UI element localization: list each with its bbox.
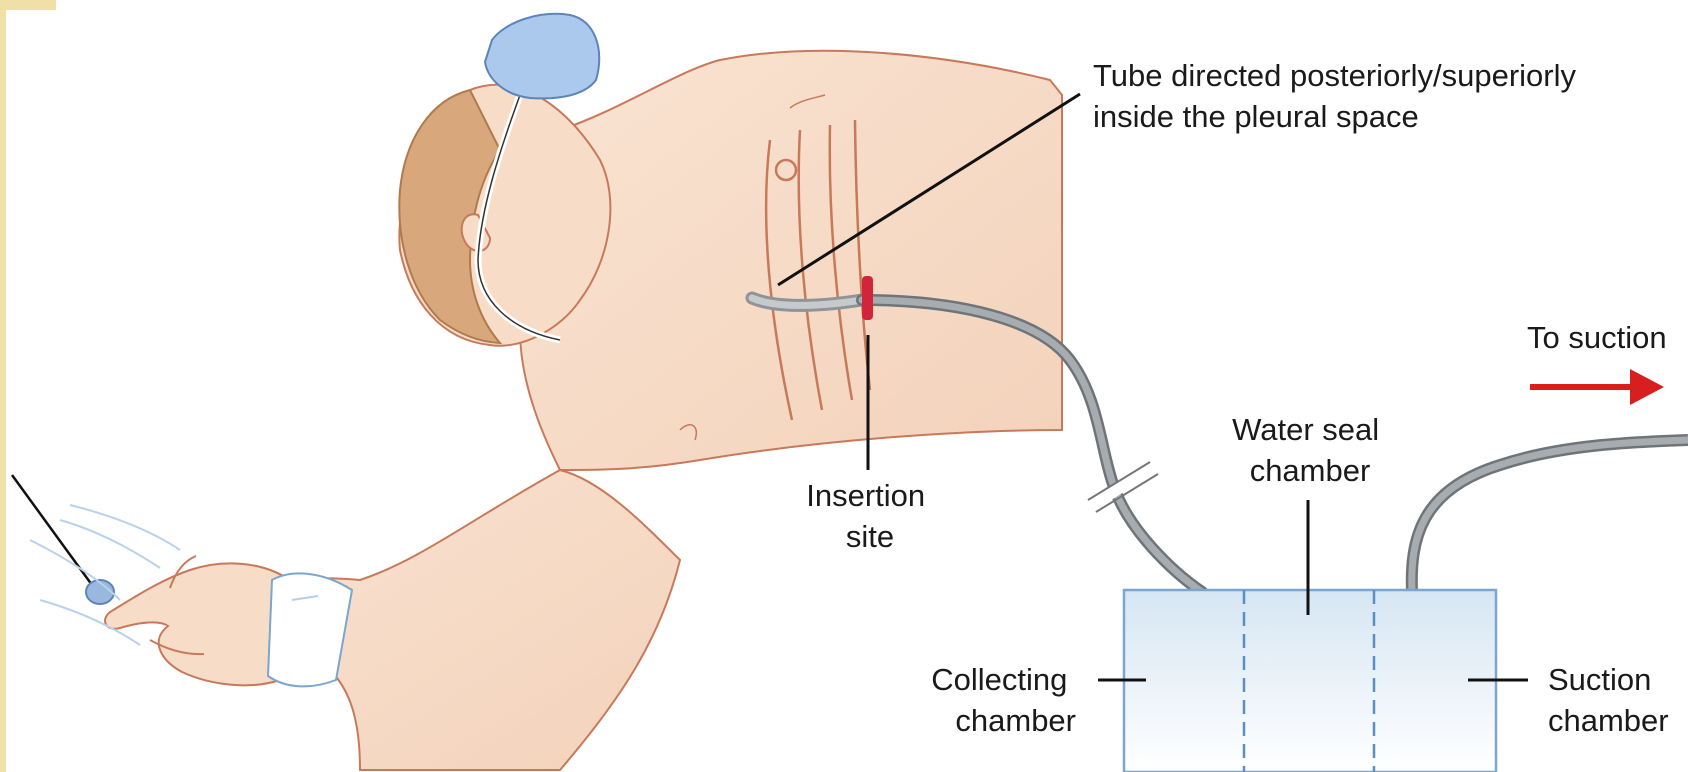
patient-illustration bbox=[12, 14, 1062, 770]
patient-hand bbox=[105, 563, 290, 685]
suction-tube bbox=[1412, 440, 1688, 592]
water-seal-chamber-label: Water seal chamber bbox=[1232, 412, 1388, 488]
suction-chamber-label: Suction chamber bbox=[1548, 662, 1669, 738]
corner-border-decoration bbox=[0, 0, 56, 772]
drainage-box bbox=[1124, 590, 1496, 772]
arrow-right-icon bbox=[1530, 369, 1664, 405]
insertion-site-label: Insertion site bbox=[806, 478, 934, 554]
collecting-chamber-label: Collecting chamber bbox=[931, 662, 1076, 738]
to-suction-label: To suction bbox=[1527, 320, 1667, 355]
insertion-site-marker bbox=[862, 276, 873, 320]
oxygen-mask bbox=[485, 14, 599, 99]
tube-direction-label: Tube directed posteriorly/superiorly ins… bbox=[1093, 58, 1585, 134]
